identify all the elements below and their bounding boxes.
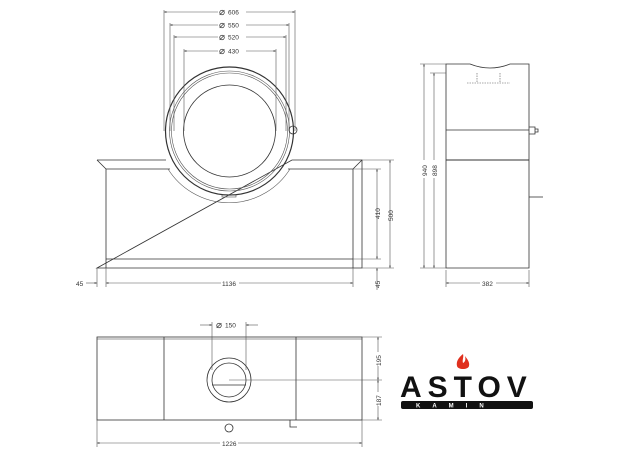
svg-text:⌀: ⌀: [219, 20, 225, 31]
dim-430: 430: [228, 49, 239, 56]
svg-text:⌀: ⌀: [219, 7, 225, 18]
dim-382: 382: [482, 281, 493, 288]
dim-898: 898: [432, 165, 439, 176]
side-knob-icon: [529, 126, 539, 135]
diameter-dimensions: ⌀606 ⌀550 ⌀520 ⌀430: [163, 7, 296, 131]
dim-940: 940: [422, 165, 429, 176]
dim-195: 195: [376, 355, 383, 366]
top-view: ⌀ 150 195 187 1226: [96, 320, 383, 448]
dim-150: 150: [225, 323, 236, 330]
dim-1136: 1136: [222, 281, 236, 288]
bottom-handle-icon: [224, 423, 234, 433]
dim-45-bottom: 45: [375, 280, 382, 288]
dim-500: 500: [388, 210, 395, 221]
dim-606: 606: [228, 10, 239, 17]
flame-icon: [456, 354, 470, 369]
dim-550: 550: [228, 23, 239, 30]
logo-brand: ASTOV: [400, 371, 533, 404]
round-firebox: [164, 66, 298, 198]
side-view: 940 898 382: [420, 63, 543, 288]
svg-text:⌀: ⌀: [219, 32, 225, 43]
astov-logo: ASTOV KAMIN: [400, 354, 533, 410]
svg-text:⌀: ⌀: [216, 320, 222, 331]
logo-subtitle: KAMIN: [416, 404, 496, 410]
dim-1226: 1226: [222, 441, 237, 448]
dim-45-left: 45: [76, 281, 84, 288]
dim-187: 187: [376, 395, 383, 406]
dim-410: 410: [375, 208, 382, 219]
svg-text:⌀: ⌀: [219, 46, 225, 57]
front-view: ⌀606 ⌀550 ⌀520 ⌀430 500 410 45 45 1136: [76, 7, 395, 290]
dim-520: 520: [228, 35, 239, 42]
